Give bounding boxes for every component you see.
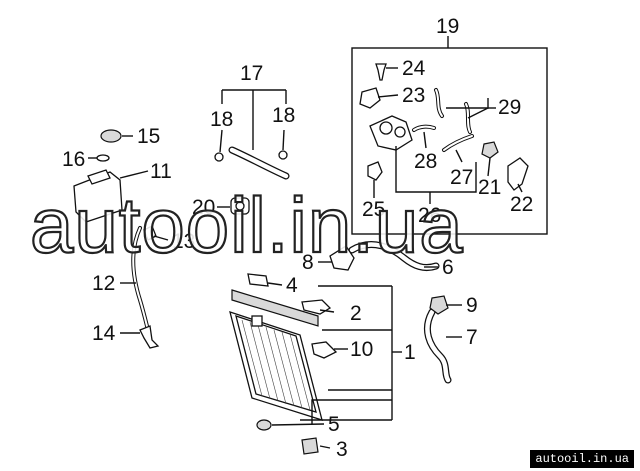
callout-14: 14	[92, 322, 116, 345]
radiator-upper-support	[231, 289, 319, 327]
mount-cushion	[301, 437, 319, 455]
callout-4: 4	[286, 274, 298, 297]
bolt-24	[375, 63, 387, 81]
callout-13: 13	[172, 230, 195, 253]
outlet-22	[507, 157, 529, 191]
callout-19: 19	[436, 15, 459, 38]
reservoir-tank	[73, 169, 123, 223]
callout-6: 6	[442, 256, 454, 279]
callout-1: 1	[404, 341, 416, 364]
callout-8: 8	[302, 251, 314, 274]
bracket-10	[311, 341, 338, 359]
callout-5: 5	[328, 413, 340, 436]
callout-28: 28	[414, 150, 437, 173]
hose-clip-14	[139, 325, 160, 349]
drain-plug	[256, 419, 272, 431]
fitting-25	[367, 161, 383, 181]
pipe-23	[359, 87, 381, 109]
callout-27: 27	[450, 166, 473, 189]
callout-3: 3	[336, 438, 348, 461]
callout-23: 23	[402, 84, 425, 107]
callout-17: 17	[240, 62, 263, 85]
radiator	[229, 311, 323, 421]
parts-layer	[73, 47, 548, 455]
lower-radiator-hose	[348, 241, 440, 272]
callout-29: 29	[498, 96, 521, 119]
callout-9: 9	[466, 294, 478, 317]
radiator-cap-bracket	[247, 273, 269, 287]
callout-20: 20	[192, 196, 215, 219]
callout-11: 11	[150, 160, 172, 183]
callout-24: 24	[402, 57, 426, 80]
sensor-21	[481, 141, 499, 159]
thermostat-housing	[329, 245, 355, 271]
callout-22: 22	[510, 193, 533, 216]
reservoir-cap	[100, 129, 122, 143]
hose-clip-13	[143, 225, 157, 241]
cap-seal	[96, 154, 110, 162]
hose-clamp-18-left	[214, 152, 224, 162]
callout-labels: 1 2 3 4 5 6 7 8 9 10 11 12 13 14 15 16 1…	[62, 15, 533, 461]
callout-21: 21	[478, 176, 501, 199]
callout-16: 16	[62, 148, 85, 171]
callout-26: 26	[418, 204, 441, 227]
callout-18-left: 18	[210, 108, 233, 131]
callout-10: 10	[350, 338, 373, 361]
callout-18-right: 18	[272, 104, 295, 127]
leader-lines	[88, 36, 523, 449]
callout-25: 25	[362, 198, 385, 221]
callout-7: 7	[466, 326, 478, 349]
hose-clamp-18-right	[278, 150, 288, 160]
callout-12: 12	[92, 272, 115, 295]
callout-2: 2	[350, 302, 362, 325]
group-19-frame	[351, 47, 548, 235]
thermostat-9	[429, 295, 449, 315]
callout-15: 15	[137, 125, 160, 148]
source-tag: autooil.in.ua	[530, 450, 634, 468]
water-outlet-assembly	[369, 115, 413, 151]
